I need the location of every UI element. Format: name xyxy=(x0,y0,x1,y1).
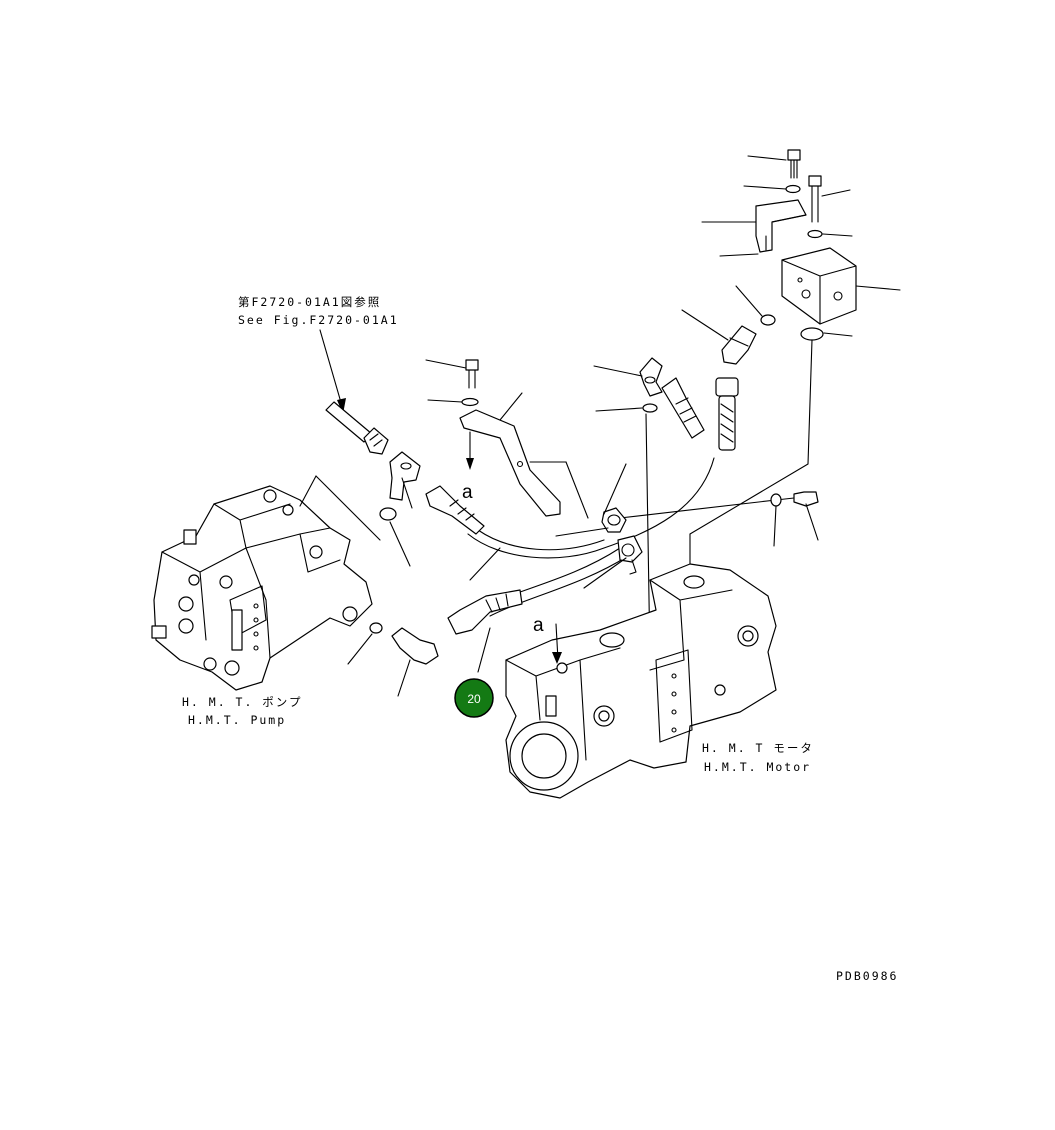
hose-long-upper xyxy=(467,457,715,559)
marker-a-motor: a xyxy=(533,615,544,636)
hose-right-vertical xyxy=(715,377,739,451)
pump-label-en: H.M.T. Pump xyxy=(188,713,286,727)
marker-a-top: a xyxy=(462,482,473,503)
hose-clamp-lower xyxy=(583,535,643,589)
o-ring-left-lower xyxy=(369,622,383,634)
hose-center-short xyxy=(661,377,705,439)
elbow-fitting-right xyxy=(681,309,757,365)
manifold-block-assembly xyxy=(701,149,901,341)
ref-label-jp: 第F2720-01A1図参照 xyxy=(238,295,381,309)
hose-long-lower xyxy=(489,555,629,617)
elbow-fitting-left xyxy=(389,451,421,509)
hmt-motor-illustration xyxy=(505,563,777,799)
hose-left-lower xyxy=(447,589,523,673)
hose-left-center xyxy=(425,485,485,535)
bolt-right xyxy=(775,491,819,541)
hose-clamp-upper xyxy=(555,463,627,537)
o-ring-block-bottom xyxy=(800,327,824,341)
elbow-fitting-center xyxy=(593,357,663,397)
callout-circle[interactable] xyxy=(454,678,494,718)
washer-right-lower xyxy=(770,493,782,507)
o-ring-block-left xyxy=(760,314,776,326)
elbow-fitting-left-lower xyxy=(391,627,439,697)
bolt-center xyxy=(425,359,479,389)
clamp-bracket xyxy=(459,409,561,517)
o-ring-center xyxy=(642,403,658,413)
motor-label-jp: H. M. T モータ xyxy=(702,741,814,755)
bolt-upper-left xyxy=(787,149,801,179)
hose-left-upper xyxy=(325,401,389,455)
motor-label-en: H.M.T. Motor xyxy=(704,760,811,774)
washer-upper xyxy=(785,184,801,194)
pump-label-jp: H. M. T. ポンプ xyxy=(182,695,302,709)
hmt-pump-illustration xyxy=(151,475,381,691)
callout-number: 20 xyxy=(467,692,481,706)
washer-center xyxy=(461,397,479,407)
o-ring-left-upper xyxy=(379,507,397,521)
bolt-upper-right xyxy=(808,175,822,223)
drawing-code: PDB0986 xyxy=(836,969,898,983)
ref-label-en: See Fig.F2720-01A1 xyxy=(238,313,399,327)
callout-20[interactable]: 20 xyxy=(454,678,494,718)
manifold-block xyxy=(781,247,857,325)
washer-right xyxy=(807,229,823,239)
bracket xyxy=(755,199,807,253)
